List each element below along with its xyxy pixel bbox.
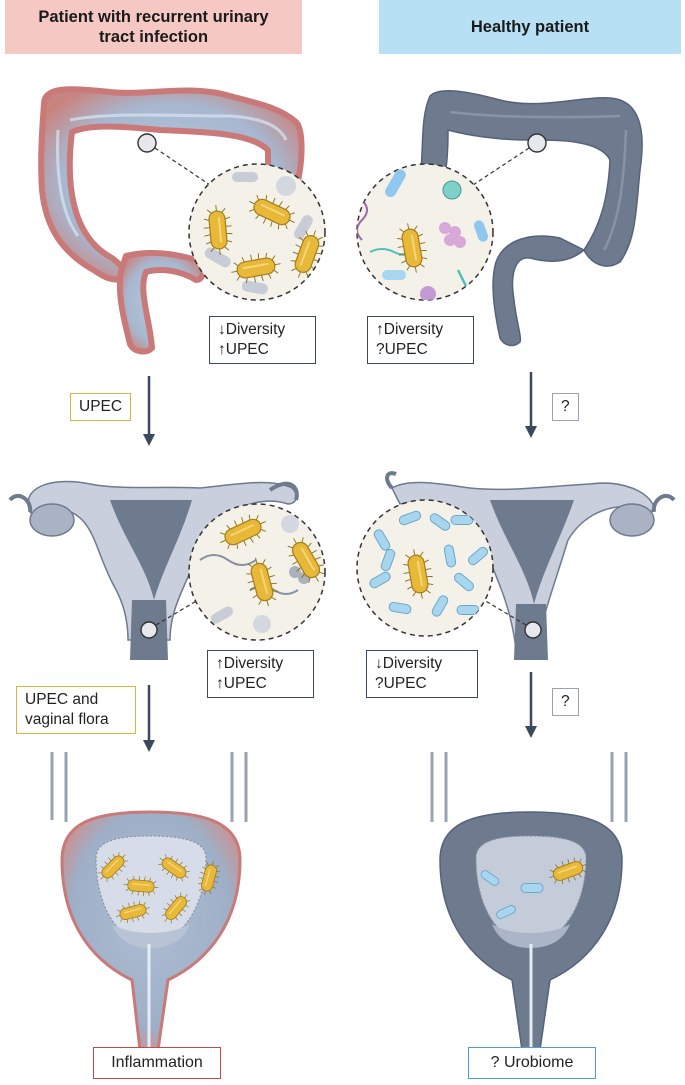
- header-healthy-patient: Healthy patient: [379, 0, 681, 54]
- bladder-healthy: [430, 752, 628, 1051]
- arrow-vagina-to-bladder-left: [143, 685, 155, 752]
- vagina-diversity-right: ↓Diversity: [375, 655, 443, 672]
- gut-stats-right: ↑Diversity ?UPEC: [367, 316, 474, 364]
- gut-upec-right: ?UPEC: [376, 341, 428, 358]
- outcome-inflammation: Inflammation: [93, 1047, 221, 1079]
- uterus-left: [8, 480, 299, 660]
- gut-upec-left: ↑UPEC: [218, 341, 269, 358]
- gut-stats-left: ↓Diversity ↑UPEC: [209, 316, 316, 364]
- vagina-diversity-left: ↑Diversity: [216, 655, 284, 672]
- arrow-vagina-to-bladder-right: [525, 672, 537, 738]
- gut-diversity-left: ↓Diversity: [218, 321, 286, 338]
- arrow-gut-to-vagina-left: [143, 376, 155, 446]
- transfer-label-unknown-vagina: ?: [552, 688, 579, 716]
- arrow-gut-to-vagina-right: [525, 372, 537, 438]
- header-patient-recurrent-uti: Patient with recurrent urinary tract inf…: [5, 0, 302, 54]
- vagina-stats-right: ↓Diversity ?UPEC: [366, 650, 478, 698]
- vagina-upec-right: ?UPEC: [375, 675, 427, 692]
- outcome-urobiome: ? Urobiome: [468, 1047, 596, 1079]
- gut-microbiome-zoom-right: [356, 163, 494, 301]
- gut-microbiome-zoom-left: [188, 163, 326, 301]
- vagina-stats-left: ↑Diversity ↑UPEC: [207, 650, 314, 698]
- gut-diversity-right: ↑Diversity: [376, 321, 444, 338]
- transfer-label-upec-vaginal-flora: UPEC and vaginal flora: [16, 686, 136, 734]
- vaginal-microbiome-zoom-left: [188, 503, 326, 641]
- bladder-inflamed: [50, 752, 248, 1052]
- transfer-label-upec: UPEC: [70, 393, 132, 421]
- colon-healthy: [419, 90, 643, 347]
- transfer-label-unknown-gut: ?: [552, 393, 579, 421]
- vaginal-microbiome-zoom-right: [356, 499, 494, 637]
- vagina-upec-left: ↑UPEC: [216, 675, 267, 692]
